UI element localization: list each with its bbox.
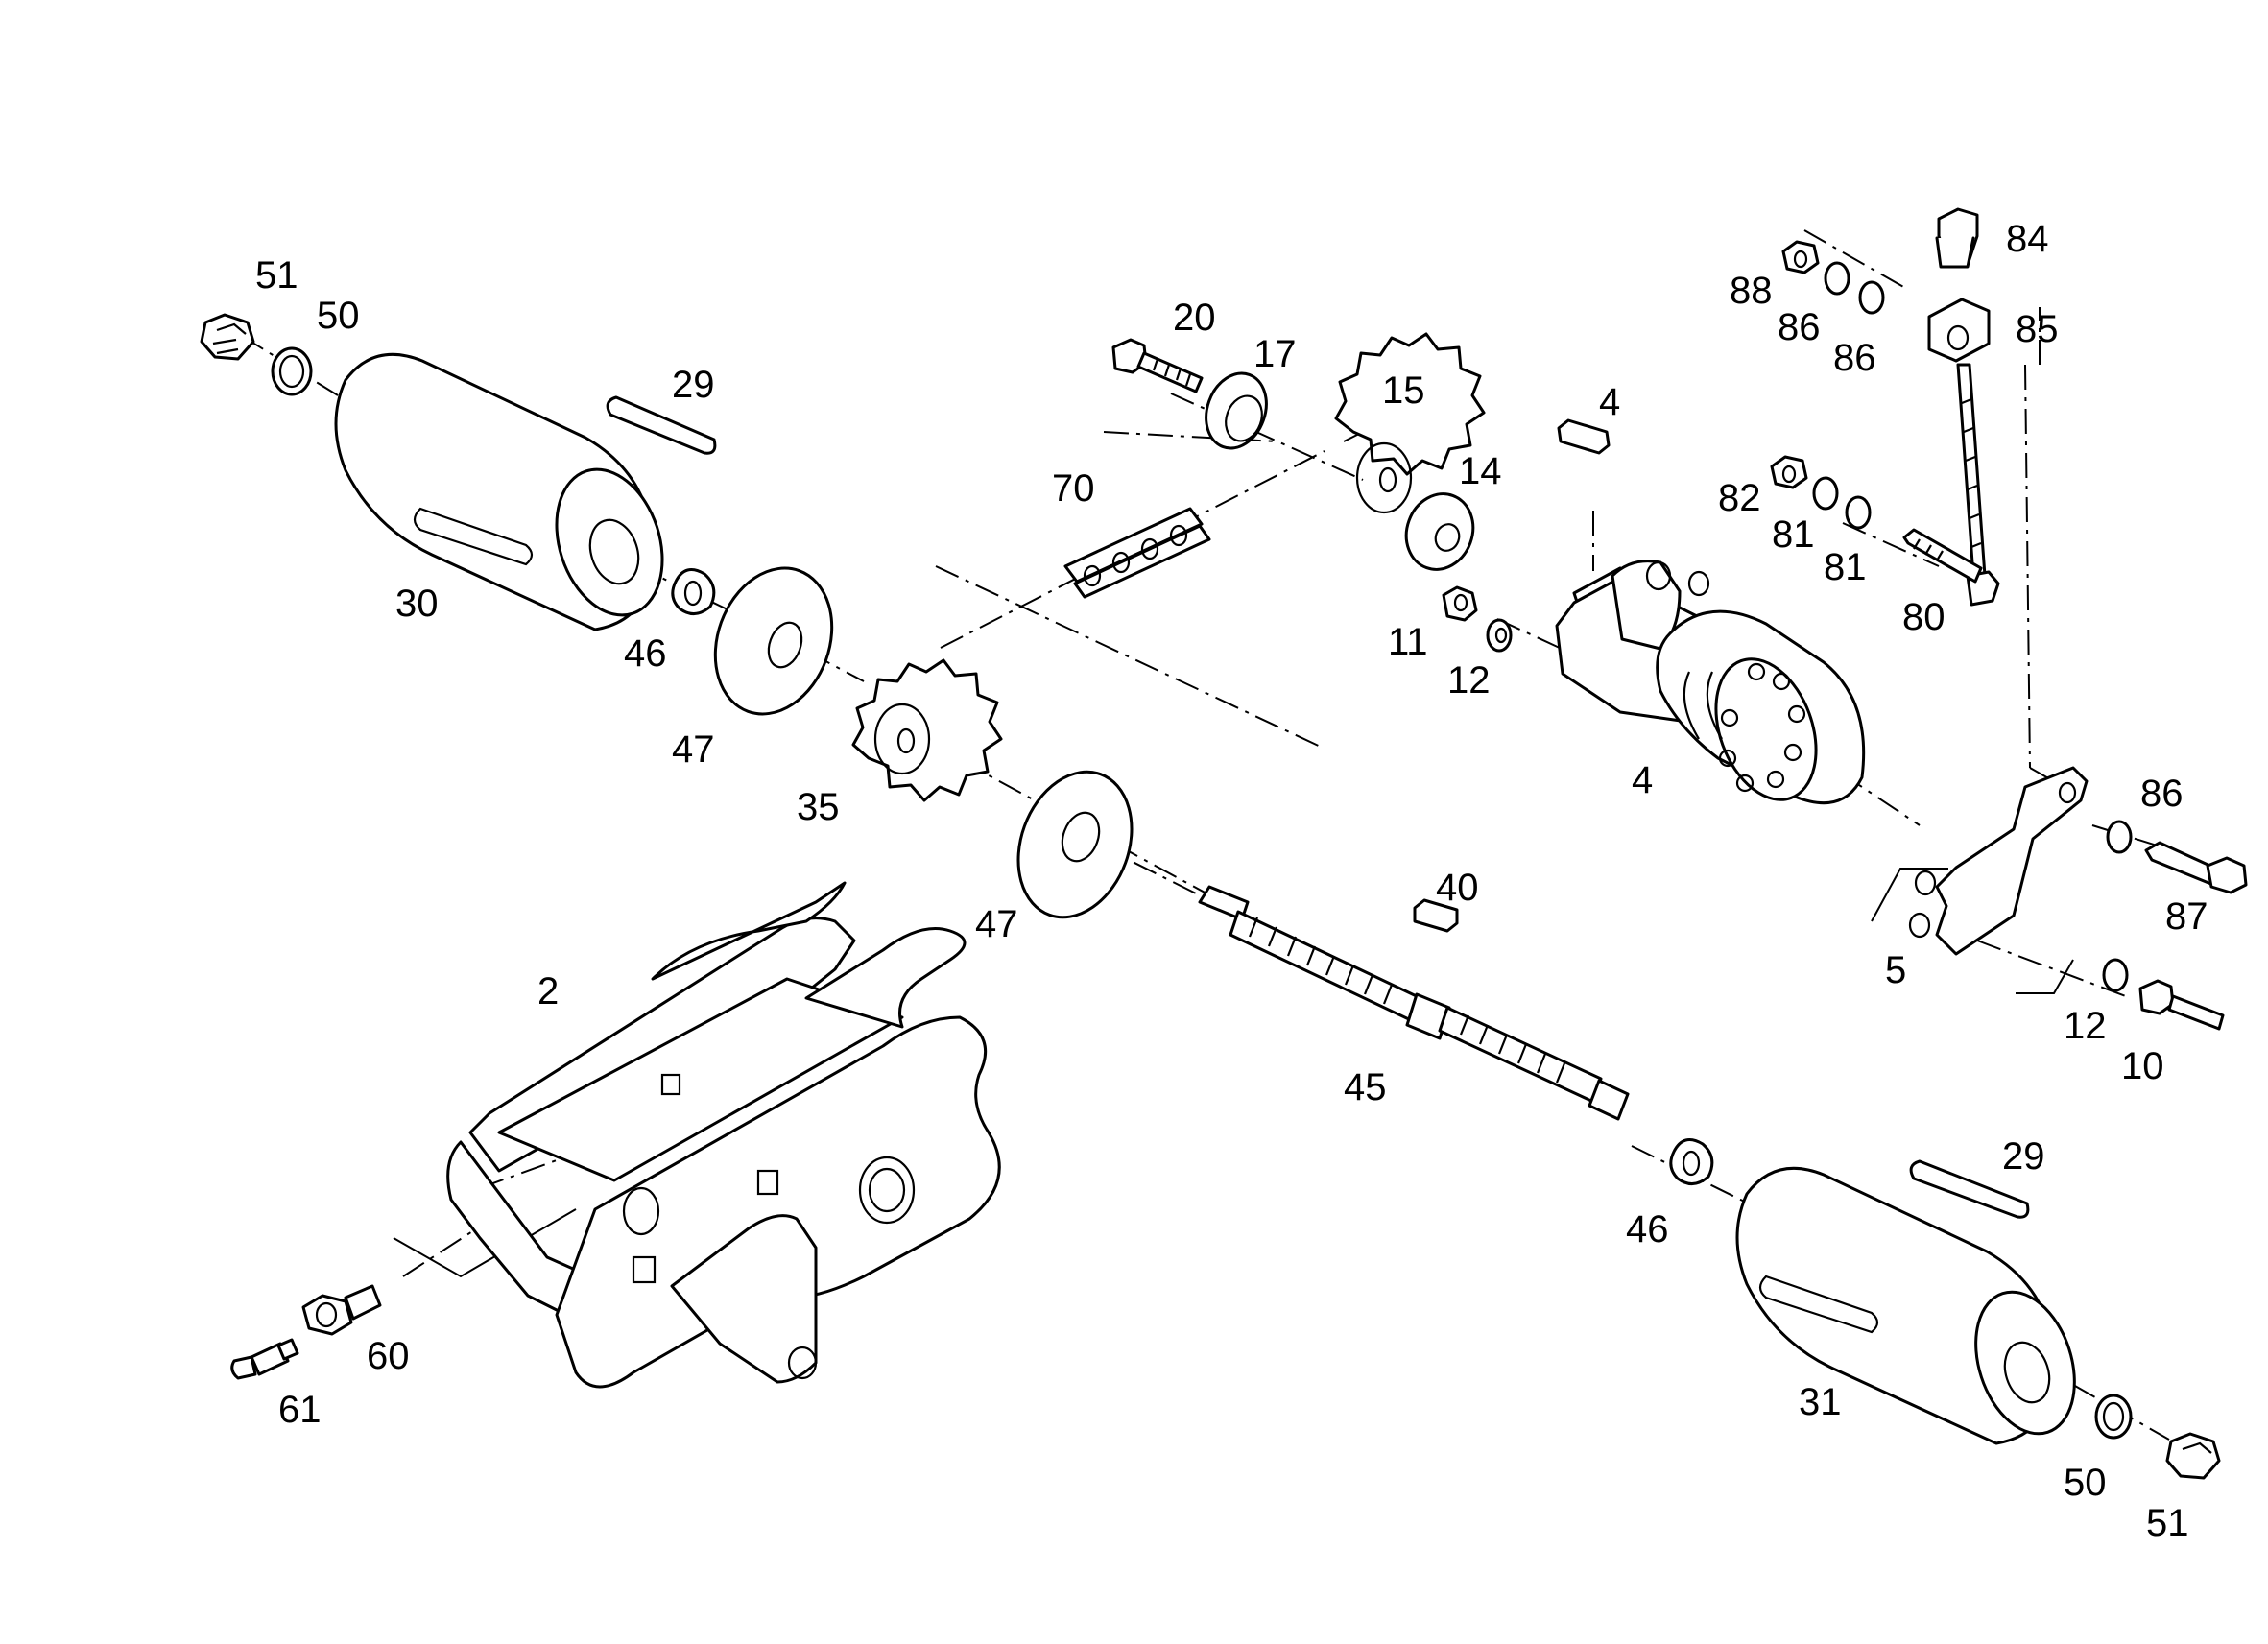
fitting-60	[301, 1284, 382, 1336]
hydraulic-motor-4	[1555, 560, 1866, 805]
callout-88: 88	[1730, 270, 1773, 312]
grease-nipple-61	[230, 1338, 299, 1380]
washer-86-c	[2106, 820, 2133, 854]
callout-45: 45	[1344, 1066, 1387, 1108]
callout-46-top: 46	[624, 632, 667, 675]
callout-47-bottom: 47	[975, 903, 1018, 945]
callout-81-a: 81	[1772, 513, 1815, 556]
callout-82: 82	[1718, 477, 1761, 519]
callout-31: 31	[1799, 1381, 1842, 1423]
adjusting-rod-85	[1927, 298, 2000, 607]
reference-brackets	[393, 868, 2074, 1278]
callout-87: 87	[2165, 895, 2208, 938]
callout-40: 40	[1436, 867, 1479, 909]
callout-84: 84	[2006, 218, 2049, 260]
washer-47-top	[713, 566, 834, 716]
seal-ring-50-top	[271, 346, 313, 396]
cylinder-30	[334, 352, 664, 631]
seal-ring-50-top-inner	[278, 354, 305, 389]
callout-85: 85	[2016, 308, 2059, 350]
key-4-top	[1557, 418, 1611, 455]
nut-11	[1442, 585, 1478, 622]
callout-50-top: 50	[317, 295, 360, 337]
washer-86-a	[1824, 261, 1850, 296]
lead-screw-45	[1198, 885, 1630, 1121]
spacer-17	[1205, 371, 1268, 450]
callout-4-bottom: 4	[1632, 759, 1653, 801]
sprocket-35	[851, 658, 1003, 802]
retaining-ring-46-top	[671, 568, 716, 615]
retaining-ring-46-bottom	[1669, 1138, 1714, 1185]
callout-5: 5	[1885, 949, 1906, 991]
callout-51-bottom: 51	[2146, 1502, 2189, 1544]
seal-ring-50-bottom	[2094, 1394, 2133, 1440]
callout-labels: 51 50 29 30 46 47 20 17 15 70 35 14 4 11…	[255, 218, 2208, 1544]
nut-88	[1781, 240, 1820, 274]
callout-46-bottom: 46	[1626, 1208, 1669, 1251]
callout-80: 80	[1902, 596, 1946, 638]
callout-81-b: 81	[1824, 546, 1867, 588]
key-40	[1413, 898, 1459, 933]
bolt-10	[2138, 979, 2225, 1031]
callout-17: 17	[1253, 333, 1297, 375]
callout-61: 61	[278, 1389, 322, 1431]
coupler-frame-2	[446, 881, 1001, 1389]
callout-86-c: 86	[2140, 773, 2184, 815]
callout-12-bottom: 12	[2064, 1005, 2107, 1047]
sprocket-15	[1334, 332, 1486, 514]
callout-50-bottom: 50	[2064, 1462, 2107, 1504]
callout-47-top: 47	[672, 728, 715, 771]
chain-70	[1063, 507, 1211, 599]
bracket-5	[1908, 766, 2089, 956]
callout-2: 2	[537, 970, 559, 1013]
washer-86-b	[1858, 280, 1885, 315]
washer-81-a	[1812, 476, 1839, 511]
callout-60: 60	[367, 1335, 410, 1377]
washer-12-bottom	[2102, 958, 2129, 992]
key-29-bottom	[1909, 1159, 2030, 1219]
callout-35: 35	[797, 786, 840, 828]
washer-47-bottom	[1016, 770, 1134, 919]
callout-29-top: 29	[672, 364, 715, 406]
callout-29-bottom: 29	[2002, 1135, 2045, 1178]
callout-20: 20	[1173, 297, 1216, 339]
callout-86-a: 86	[1778, 306, 1821, 348]
bolt-80	[1902, 528, 1983, 584]
washer-81-b	[1845, 495, 1872, 530]
bolt-20	[1111, 338, 1204, 393]
spacer-14	[1404, 492, 1475, 571]
bolt-87	[2144, 841, 2248, 894]
motor-bolt-heads	[1718, 662, 1806, 793]
callout-4-top: 4	[1599, 381, 1620, 423]
washer-12-top	[1486, 618, 1513, 653]
callout-51-top: 51	[255, 254, 298, 297]
nut-82	[1770, 455, 1808, 489]
callout-10: 10	[2121, 1045, 2164, 1087]
plug-51-bottom	[2165, 1432, 2221, 1480]
seal-ring-50-bottom-inner	[2102, 1401, 2125, 1432]
plug-51-top	[200, 313, 255, 361]
callout-30: 30	[395, 583, 439, 625]
callout-12-top: 12	[1447, 659, 1491, 702]
callout-14: 14	[1459, 450, 1502, 492]
callout-15: 15	[1382, 369, 1425, 412]
callout-86-b: 86	[1833, 337, 1876, 379]
key-29-top	[606, 395, 717, 455]
callout-70: 70	[1052, 467, 1095, 510]
callout-11: 11	[1388, 621, 1428, 663]
cylinder-31	[1735, 1166, 2076, 1445]
fitting-84	[1935, 207, 1979, 269]
